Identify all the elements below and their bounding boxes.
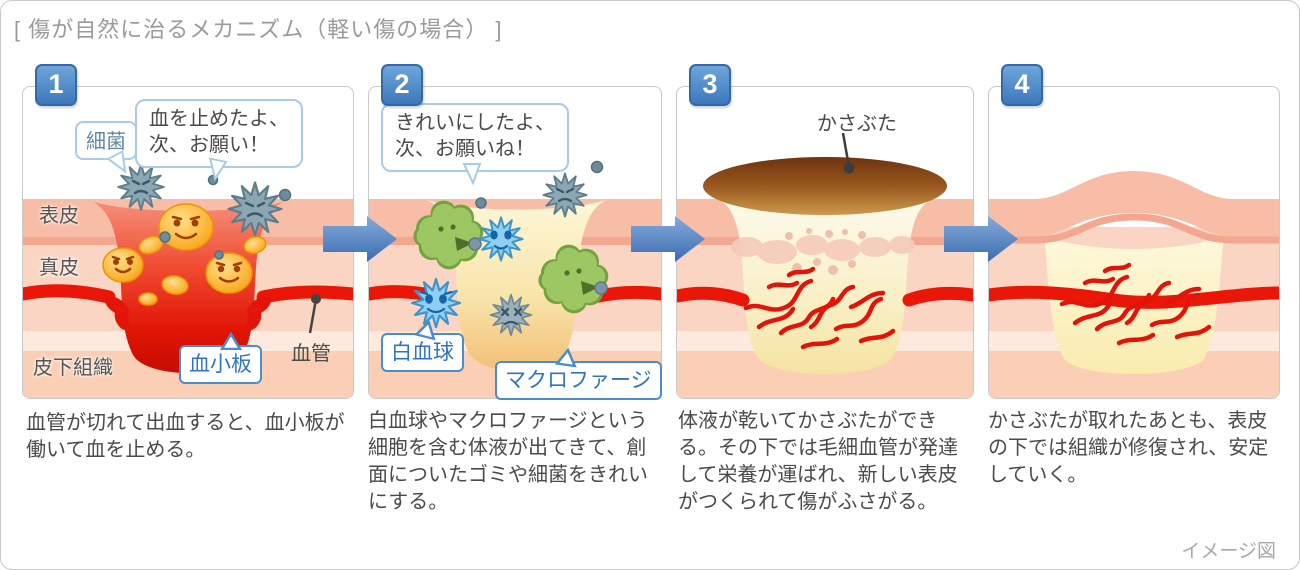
- panel-3-illustration: [677, 132, 973, 398]
- bacteria-icon: [117, 163, 283, 237]
- panel-1-card: 1 表皮 真皮 皮下組織 血を止めたよ、次、お願い！ 細菌 血小板 血管: [22, 64, 354, 399]
- layer-label-dermis: 真皮: [39, 257, 79, 279]
- leukocyte-label-tail: [413, 319, 436, 341]
- scab-label: かさぶた: [817, 113, 897, 135]
- foam-bubbles: [731, 228, 915, 275]
- speech-bubble: 血を止めたよ、次、お願い！: [135, 99, 303, 168]
- panel-4-illustration: [989, 171, 1279, 398]
- macrophage-icon: [413, 200, 609, 314]
- caption-step-3: 体液が乾いてかさぶたができる。その下では毛細血管が発達して栄養が運ばれ、新しい表…: [678, 410, 958, 513]
- caption-step-2: 白血球やマクロファージという細胞を含む体液が出てきて、創面についたゴミや細菌をき…: [368, 410, 648, 513]
- panel-4-card: 4: [988, 64, 1280, 399]
- leukocyte-label: 白血球: [381, 333, 464, 372]
- caption-step-4: かさぶたが取れたあとも、表皮の下では組織が修復され、安定していく。: [988, 410, 1269, 486]
- speech-bubble-tail: [208, 157, 228, 182]
- speech-bubble-tail: [462, 163, 482, 185]
- scab-icon: [703, 157, 947, 215]
- step-number-badge: 2: [381, 64, 423, 106]
- bacteria-label-tail: [106, 149, 127, 174]
- blood-vessel: [23, 284, 353, 304]
- vessel-pointer: [308, 294, 321, 334]
- step-number-badge: 3: [689, 64, 731, 106]
- layer-label-epidermis: 表皮: [39, 205, 79, 227]
- blood-vessel: [989, 285, 1279, 309]
- speech-bubble: きれいにしたよ、次、お願いね！: [381, 103, 569, 172]
- arrow-icon: [631, 216, 705, 262]
- caption-step-1: 血管が切れて出血すると、血小板が働いて血を止める。: [26, 412, 345, 461]
- blood-vessel: [677, 286, 973, 307]
- panel-3-card: 3 かさぶた: [676, 64, 974, 399]
- scab-pointer: [841, 132, 855, 174]
- bacteria-label: 細菌: [75, 121, 137, 160]
- leukocyte-icon: [410, 216, 524, 329]
- debris-dots: [159, 174, 292, 260]
- blood-drips: [104, 296, 272, 331]
- arrow-icon: [323, 216, 397, 262]
- arrow-icon: [944, 216, 1018, 262]
- image-note: イメージ図: [1181, 541, 1276, 562]
- panel-2-card: 2 きれいにしたよ、次、お願いね！ 白血球 マクロファージ: [368, 64, 662, 400]
- platelet-label: 血小板: [179, 345, 262, 384]
- layer-label-subcutaneous: 皮下組織: [33, 357, 113, 379]
- macrophage-label-tail: [554, 347, 577, 368]
- new-epidermis: [989, 171, 1279, 237]
- step-number-badge: 4: [1001, 64, 1043, 106]
- debris-dots: [475, 160, 604, 209]
- macrophage-label: マクロファージ: [495, 361, 662, 400]
- platelet-label-tail: [219, 332, 243, 350]
- epidermis-underline: [989, 213, 1279, 244]
- bacteria-icon: [489, 172, 588, 337]
- vessel-label: 血管: [291, 343, 331, 365]
- platelet-faces: [111, 215, 243, 283]
- panel-2-illustration: [369, 160, 661, 398]
- step-number-badge: 1: [35, 64, 77, 106]
- platelet-icon: [102, 203, 267, 306]
- page-title: [ 傷が自然に治るメカニズム（軽い傷の場合） ]: [14, 17, 503, 42]
